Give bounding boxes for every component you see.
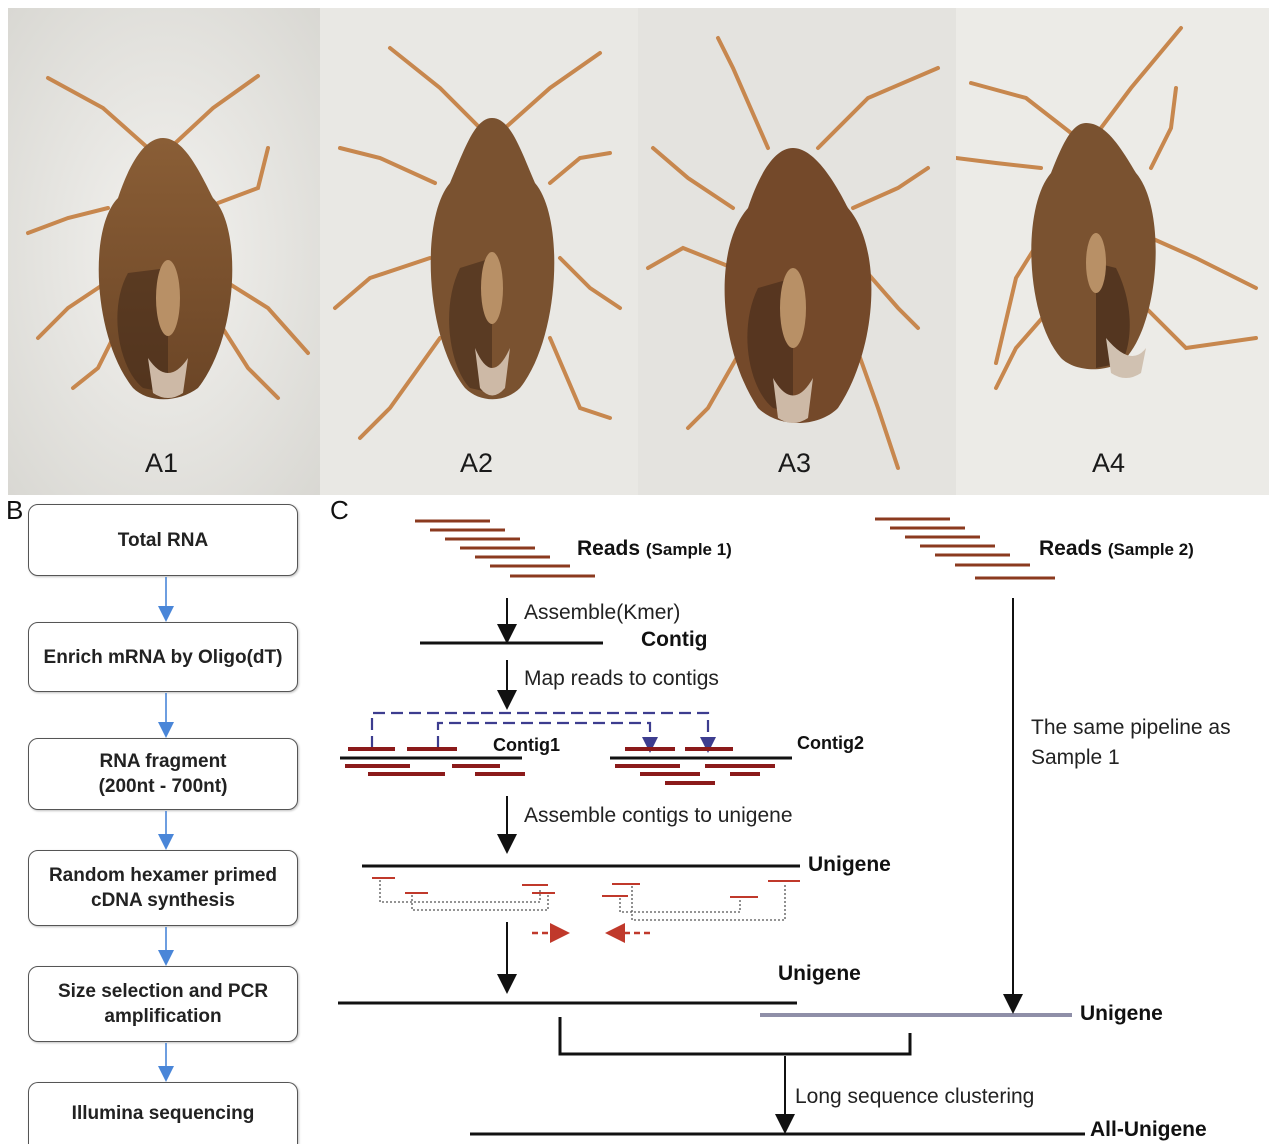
contig2-group xyxy=(610,749,792,783)
contig1-label: Contig1 xyxy=(493,735,560,756)
map-reads-label: Map reads to contigs xyxy=(524,667,719,691)
contig2-label: Contig2 xyxy=(797,733,864,754)
clustering-bracket xyxy=(560,1017,910,1054)
assemble-kmer-label: Assemble(Kmer) xyxy=(524,601,680,625)
contig-label: Contig xyxy=(641,628,707,652)
assemble-unigene-label: Assemble contigs to unigene xyxy=(524,804,793,828)
mapping-arrowheads xyxy=(650,738,708,745)
reads-sample1 xyxy=(415,521,595,576)
unigene-dotted-links xyxy=(380,880,785,920)
unigene-label-2: Unigene xyxy=(778,962,861,986)
unigene-label-1: Unigene xyxy=(808,853,891,877)
same-pipeline-label-2: Sample 1 xyxy=(1031,746,1120,770)
reads-sample2-label: Reads (Sample 2) xyxy=(1039,537,1194,561)
same-pipeline-label-1: The same pipeline as xyxy=(1031,716,1231,740)
reads-sample1-label: Reads (Sample 1) xyxy=(577,537,732,561)
unigene-label-3: Unigene xyxy=(1080,1002,1163,1026)
reads-sample2 xyxy=(875,519,1055,578)
clustering-label: Long sequence clustering xyxy=(795,1085,1034,1109)
all-unigene-label: All-Unigene xyxy=(1090,1118,1207,1142)
unigene-small-reads xyxy=(372,878,800,897)
